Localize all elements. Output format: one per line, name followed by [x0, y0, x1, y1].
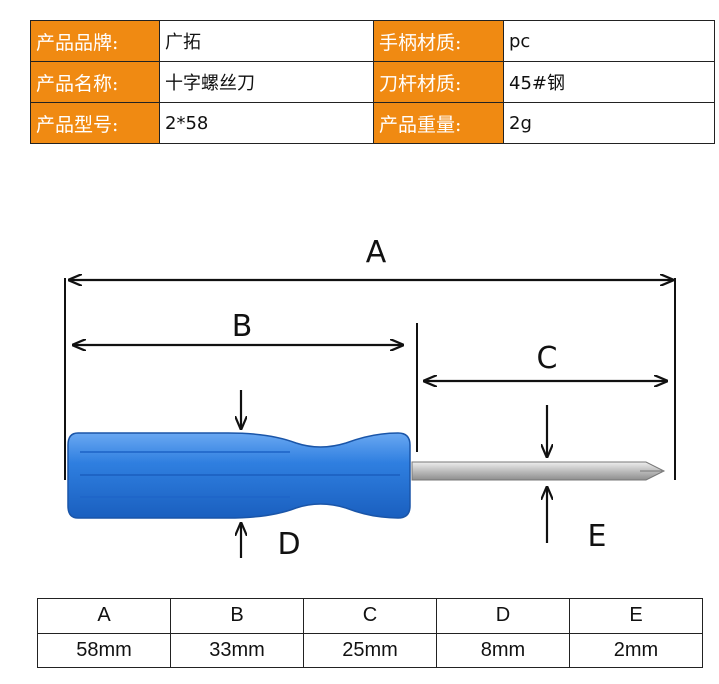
spec-value-model: 2*58	[159, 102, 374, 144]
dimension-label-c: C	[537, 341, 558, 376]
dimension-header-e: E	[569, 598, 703, 634]
dimension-header-c: C	[303, 598, 437, 634]
spec-label-model: 产品型号:	[30, 102, 160, 144]
dimension-header-d: D	[436, 598, 570, 634]
spec-label-brand: 产品品牌:	[30, 20, 160, 62]
spec-row: 产品品牌: 广拓 手柄材质: pc	[30, 20, 715, 62]
dimension-header-a: A	[37, 598, 171, 634]
dimension-label-e: E	[588, 519, 607, 554]
dimension-table: A B C D E 58mm 33mm 25mm 8mm 2mm	[37, 598, 703, 668]
dimension-header-b: B	[170, 598, 304, 634]
spec-label-name: 产品名称:	[30, 61, 160, 103]
dimension-label-d: D	[277, 527, 300, 562]
spec-row: 产品名称: 十字螺丝刀 刀杆材质: 45#钢	[30, 61, 715, 103]
dimension-value-row: 58mm 33mm 25mm 8mm 2mm	[37, 632, 703, 668]
dimension-value-b: 33mm	[170, 632, 304, 668]
spec-value-handle-material: pc	[503, 20, 715, 62]
dimension-header-row: A B C D E	[37, 598, 703, 634]
spec-label-shaft-material: 刀杆材质:	[373, 61, 504, 103]
dimension-value-d: 8mm	[436, 632, 570, 668]
spec-value-shaft-material: 45#钢	[503, 61, 715, 103]
spec-row: 产品型号: 2*58 产品重量: 2g	[30, 102, 715, 144]
spec-value-name: 十字螺丝刀	[159, 61, 374, 103]
dimension-value-e: 2mm	[569, 632, 703, 668]
dimension-value-c: 25mm	[303, 632, 437, 668]
spec-table: 产品品牌: 广拓 手柄材质: pc 产品名称: 十字螺丝刀 刀杆材质: 45#钢…	[30, 20, 715, 144]
spec-value-weight: 2g	[503, 102, 715, 144]
dimension-label-a: A	[366, 235, 387, 270]
dimension-value-a: 58mm	[37, 632, 171, 668]
screwdriver-shaft	[411, 461, 666, 481]
spec-label-weight: 产品重量:	[373, 102, 504, 144]
dimension-label-b: B	[232, 309, 253, 344]
